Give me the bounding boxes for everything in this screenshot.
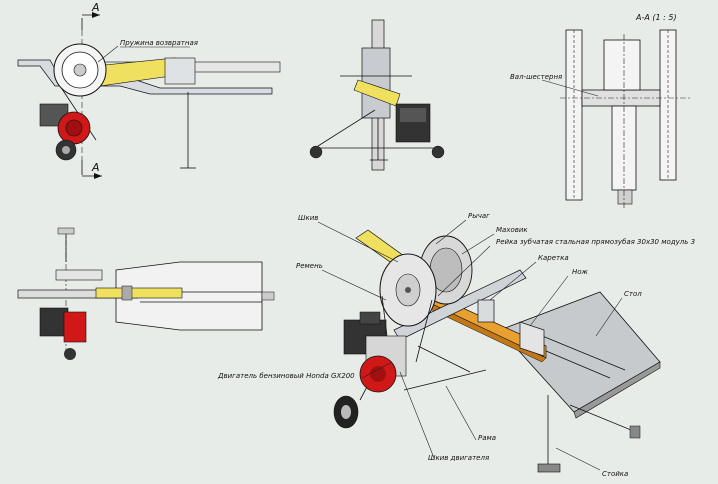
label-rack: Рейка зубчатая стальная прямозубая 30х30… <box>496 238 695 246</box>
leaders <box>317 219 623 471</box>
section-letter-bottom: A <box>91 161 100 174</box>
label-engine: Двигатель бензиновый Honda GX200 <box>217 372 355 380</box>
section-marker-bottom: A <box>81 160 102 179</box>
side-view: A A Пружина возвратная <box>17 1 281 179</box>
label-stand: Стойка <box>602 470 628 478</box>
label-lever: Рычаг <box>468 212 490 220</box>
label-belt: Ремень <box>296 262 323 270</box>
label-engine-pulley: Шкив двигателя <box>428 454 489 462</box>
lever-top <box>95 287 183 299</box>
front-view <box>309 19 445 171</box>
label-pulley: Шкив <box>298 214 318 222</box>
section-letter-top: A <box>91 1 100 14</box>
label-pinion: Вал-шестерня <box>510 73 562 81</box>
carriage-side <box>164 57 196 85</box>
label-knife: Нож <box>572 268 589 276</box>
top-view <box>17 227 275 360</box>
section-view: A-A (1 : 5) Вал-шестерня <box>510 13 690 210</box>
isometric-view: Шкив Ремень Рычаг Маховик Рейка зубчатая… <box>217 212 695 478</box>
label-spring: Пружина возвратная <box>120 39 198 47</box>
engine-top <box>39 307 69 337</box>
carriage <box>477 299 495 323</box>
section-title: A-A (1 : 5) <box>635 13 677 22</box>
section-marker-top: A <box>81 1 100 30</box>
label-frame: Рама <box>478 434 496 442</box>
label-flywheel: Маховик <box>496 226 528 234</box>
label-carriage: Каретка <box>538 254 569 262</box>
label-table: Стол <box>624 290 642 298</box>
knife <box>519 321 545 357</box>
